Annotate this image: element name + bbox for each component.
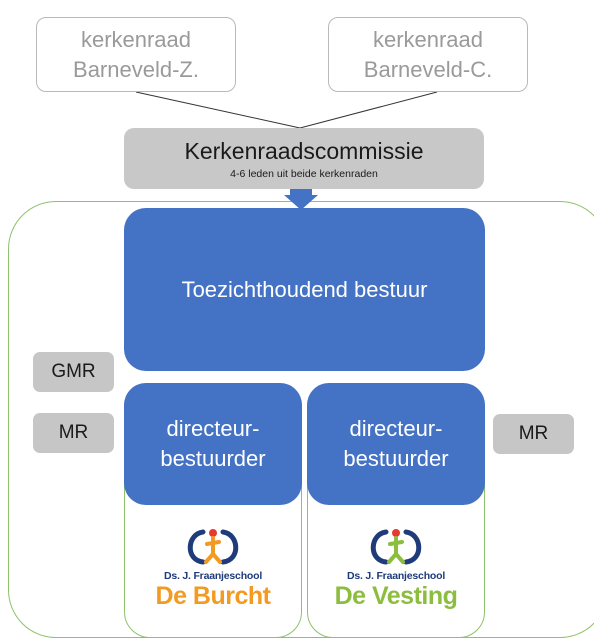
school-name: Ds. J. Fraanjeschool [346, 570, 446, 582]
school-title: De Vesting [334, 582, 458, 610]
school-logo-vesting: Ds. J. Fraanjeschool De Vesting [307, 526, 485, 626]
toezicht-label: Toezichthoudend bestuur [181, 276, 428, 302]
kerkenraad-label: kerkenraad [372, 26, 484, 52]
school-name: Ds. J. Fraanjeschool [163, 570, 263, 582]
connector-line-left [135, 91, 301, 129]
down-arrow-icon [284, 189, 318, 210]
commissie-subtitle: 4-6 leden uit beide kerkenraden [230, 167, 378, 180]
kerkenraad-location: Barneveld-C. [363, 56, 493, 82]
school-emblem-icon [187, 529, 239, 565]
school-emblem-icon [370, 529, 422, 565]
commissie-title: Kerkenraadscommissie [184, 137, 424, 164]
kerkenraad-location: Barneveld-Z. [73, 56, 199, 82]
kerkenraad-box-centrum: kerkenraad Barneveld-C. [328, 17, 528, 92]
school-logo-burcht: Ds. J. Fraanjeschool De Burcht [124, 526, 302, 626]
kerkenraad-box-zuid: kerkenraad Barneveld-Z. [36, 17, 236, 92]
kerkenraadscommissie-box: Kerkenraadscommissie 4-6 leden uit beide… [124, 128, 484, 189]
school-title: De Burcht [155, 582, 271, 610]
mr-tag-right: MR [493, 414, 574, 454]
directeur-line1: directeur- [166, 416, 260, 441]
mr-tag-left: MR [33, 413, 114, 453]
toezichthoudend-bestuur-box: Toezichthoudend bestuur [124, 208, 485, 371]
connector-line-right [299, 91, 438, 129]
kerkenraad-label: kerkenraad [80, 26, 192, 52]
directeur-bestuurder-box-burcht: directeur- bestuurder [124, 383, 302, 505]
directeur-line2: bestuurder [343, 446, 449, 471]
directeur-bestuurder-box-vesting: directeur- bestuurder [307, 383, 485, 505]
directeur-line1: directeur- [349, 416, 443, 441]
gmr-tag: GMR [33, 352, 114, 392]
directeur-line2: bestuurder [160, 446, 266, 471]
